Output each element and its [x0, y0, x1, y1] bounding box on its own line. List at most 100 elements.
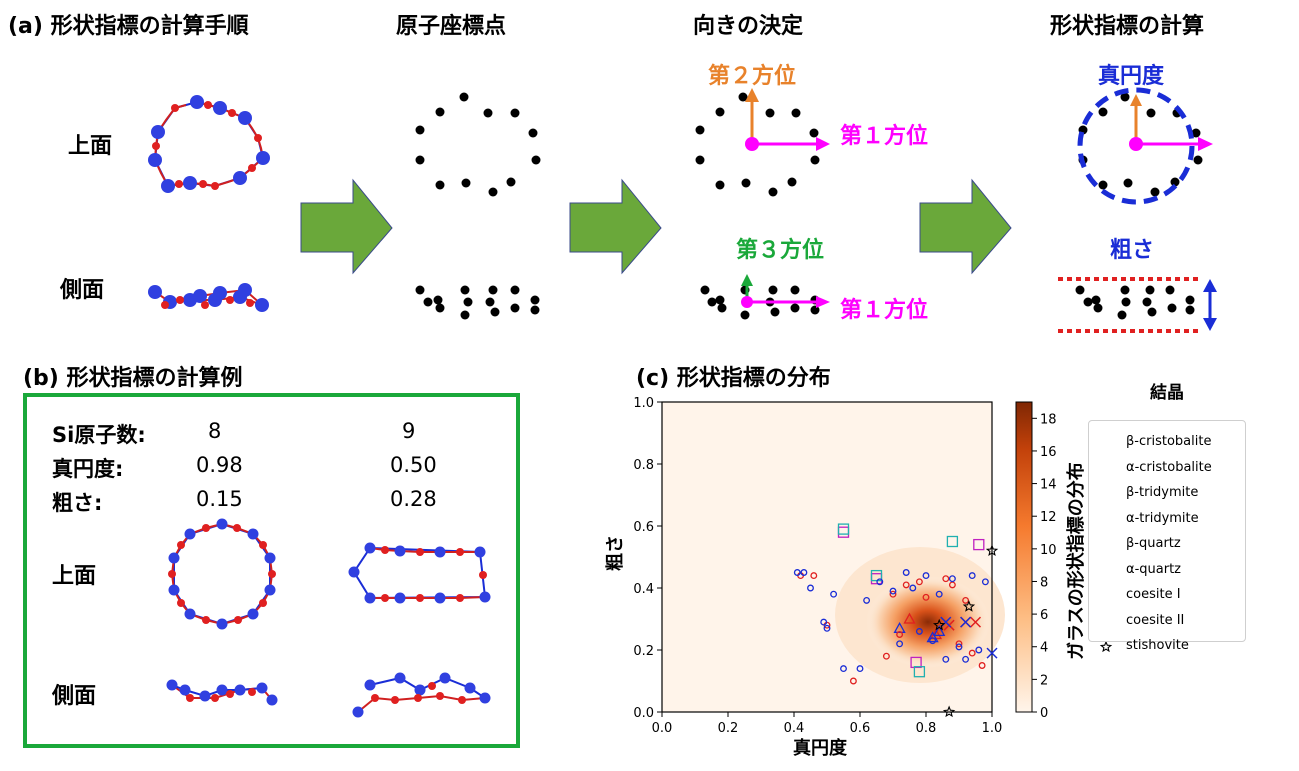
- legend-entry: coesite I: [1126, 587, 1181, 602]
- atom-point: [530, 295, 540, 305]
- o-atom: [176, 296, 184, 304]
- atom-point: [1150, 187, 1160, 197]
- scatter-point: [962, 600, 976, 612]
- o-atom: [202, 616, 210, 624]
- si-count-value-1: 8: [208, 419, 222, 443]
- scatter-point: [960, 616, 972, 628]
- fitted-circle: [1077, 87, 1195, 205]
- si-atom: [168, 552, 180, 564]
- x-tick-label: 0.8: [916, 721, 937, 736]
- scatter-point: [926, 631, 939, 643]
- shape-centroid: [1129, 137, 1143, 151]
- scatter-point: [962, 596, 970, 604]
- si-atom: [247, 528, 259, 540]
- process-arrow-1: [300, 178, 393, 275]
- scatter-point: [903, 612, 916, 624]
- scatter-point: [856, 665, 864, 673]
- si-atom: [213, 101, 227, 115]
- first-direction-top-label: 第１方位: [840, 124, 929, 149]
- o-atom: [371, 694, 379, 702]
- x-tick-label: 0.6: [850, 721, 871, 736]
- y-tick-label: 0.2: [633, 644, 654, 659]
- y-axis-label: 粗さ: [605, 535, 626, 571]
- scatter-point: [922, 593, 930, 601]
- legend-entry: β-quartz: [1126, 536, 1181, 551]
- scatter-point: [837, 523, 850, 535]
- si-atom: [479, 591, 491, 603]
- atom-point: [510, 108, 520, 118]
- roughness-height-arrow-top: [1203, 279, 1217, 292]
- o-atom: [228, 109, 236, 117]
- atom-point: [460, 285, 470, 295]
- atom-point: [1075, 285, 1085, 295]
- atom-point: [1083, 297, 1093, 307]
- first-direction-arrowhead-side: [816, 296, 830, 308]
- y-tick-label: 0.6: [633, 520, 654, 535]
- o-atom: [458, 696, 466, 704]
- x-stroke: [960, 616, 972, 628]
- scatter-point: [942, 575, 950, 583]
- legend-entry: stishovite: [1126, 638, 1189, 653]
- scatter-point: [820, 618, 828, 626]
- si-atom: [364, 592, 376, 604]
- legend-entry: α-cristobalite: [1126, 459, 1212, 475]
- scatter-point: [810, 572, 818, 580]
- scatter-point: [896, 640, 904, 648]
- atom-point: [510, 285, 520, 295]
- scatter-point: [955, 643, 963, 651]
- atom-point: [1117, 310, 1127, 320]
- atom-point: [460, 310, 470, 320]
- si-atom: [166, 679, 178, 691]
- si-atom: [179, 684, 191, 696]
- example-ring-2-side-atoms: [352, 672, 491, 718]
- scatter-point: [830, 590, 838, 598]
- o-atom: [202, 524, 210, 532]
- si-atom: [394, 672, 406, 684]
- o-atom: [381, 546, 389, 554]
- atom-point: [1093, 303, 1103, 313]
- atom-point: [717, 303, 727, 313]
- scatter-point: [962, 655, 970, 663]
- atom-point: [768, 285, 778, 295]
- o-atom: [226, 690, 234, 698]
- si-atom: [474, 546, 486, 558]
- o-atom: [168, 570, 176, 578]
- o-atom: [226, 296, 234, 304]
- scatter-point: [889, 590, 897, 598]
- o-atom: [175, 180, 183, 188]
- si-atom: [216, 518, 228, 530]
- atom-point: [530, 305, 540, 315]
- centroid-top: [745, 137, 759, 151]
- o-atom: [259, 541, 267, 549]
- atom-point: [1185, 305, 1195, 315]
- atom-point: [483, 108, 493, 118]
- si-atom: [216, 684, 228, 696]
- o-atom: [246, 299, 254, 307]
- colorbar-tick-label: 0: [1040, 706, 1048, 721]
- atom-point: [695, 125, 705, 135]
- atom-point: [1146, 108, 1156, 118]
- si-atom: [193, 289, 207, 303]
- scatter-point: [946, 535, 959, 548]
- atom-points-orient-top: [695, 92, 820, 197]
- colorbar: [1015, 401, 1033, 713]
- roughness-label: 粗さ: [1110, 238, 1155, 263]
- si-atom: [213, 286, 227, 300]
- y-tick-label: 1.0: [633, 396, 654, 411]
- x-tick-label: 0.0: [652, 721, 673, 736]
- o-atom: [152, 142, 160, 150]
- roughness-value-2: 0.28: [390, 487, 437, 511]
- o-atom: [254, 134, 262, 142]
- si-atom: [190, 95, 204, 109]
- x-tick-label: 1.0: [982, 721, 1003, 736]
- o-atom: [416, 548, 424, 556]
- panel-b-side-label: 側面: [52, 684, 97, 709]
- si-atom: [364, 679, 376, 691]
- colorbar-tick-label: 16: [1040, 445, 1057, 460]
- atom-point: [791, 108, 801, 118]
- legend-entry: β-cristobalite: [1126, 434, 1212, 449]
- si-atom: [264, 584, 276, 596]
- o-atom: [211, 694, 219, 702]
- atom-point: [787, 177, 797, 187]
